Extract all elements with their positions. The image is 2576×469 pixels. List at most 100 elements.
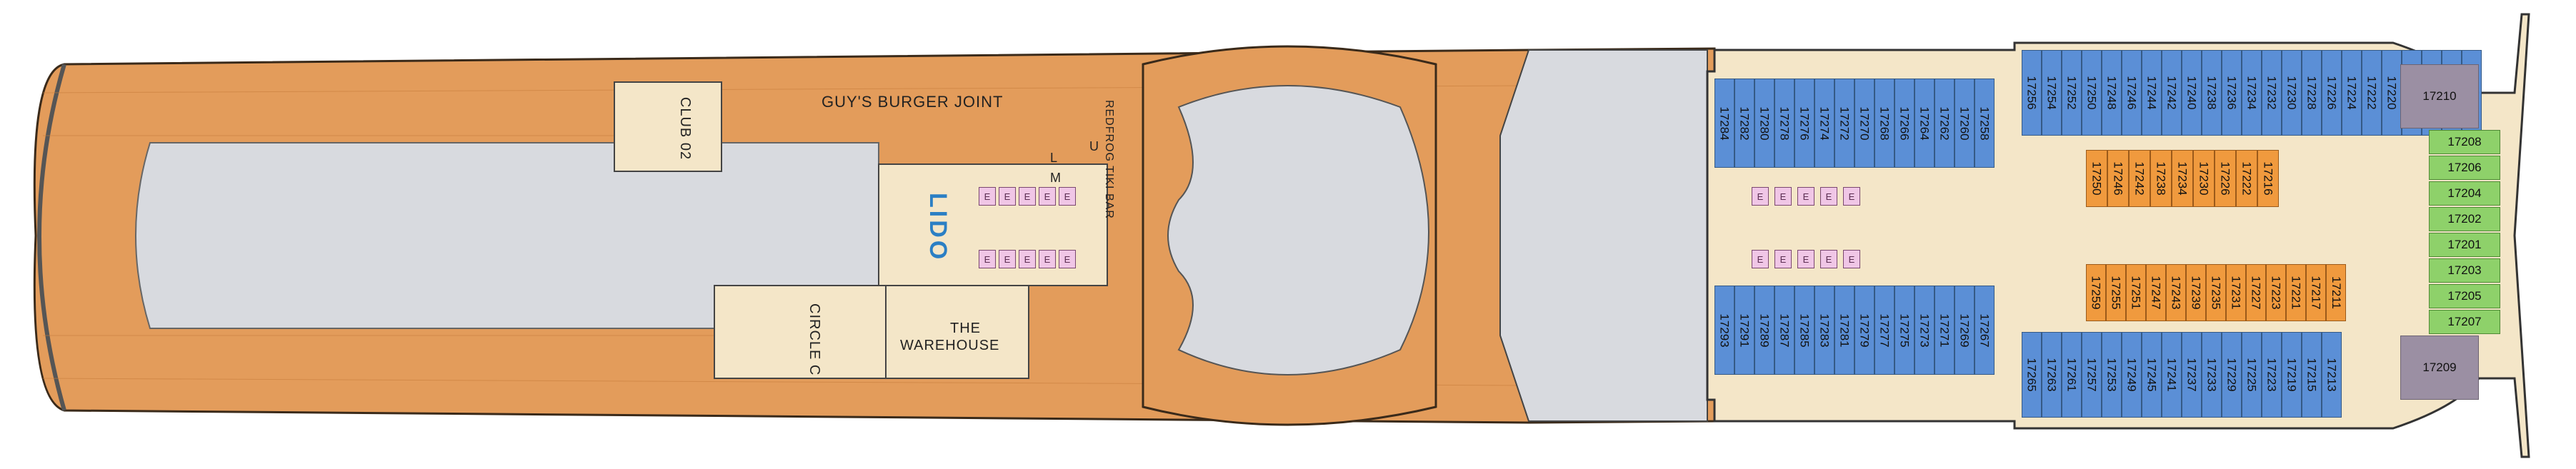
cabin-17271[interactable]: 17271 (1935, 286, 1955, 375)
cabin-17291[interactable]: 17291 (1734, 286, 1754, 375)
cabin-17262[interactable]: 17262 (1935, 79, 1955, 168)
cabin-17213[interactable]: 17213 (2322, 332, 2342, 418)
cabin-17293[interactable]: 17293 (1714, 286, 1734, 375)
cabin-17204[interactable]: 17204 (2429, 181, 2500, 206)
elevator-icon: E (999, 250, 1016, 268)
cabin-17285[interactable]: 17285 (1794, 286, 1814, 375)
cabin-17207[interactable]: 17207 (2429, 310, 2500, 334)
cabin-17287[interactable]: 17287 (1774, 286, 1794, 375)
elevator-icon: E (1019, 187, 1036, 206)
cabin-17226[interactable]: 17226 (2322, 50, 2342, 136)
cabin-17210[interactable]: 17210 (2400, 64, 2479, 128)
cabin-17254[interactable]: 17254 (2042, 50, 2062, 136)
cabin-17224[interactable]: 17224 (2342, 50, 2362, 136)
cabin-17235[interactable]: 17235 (2206, 264, 2226, 321)
cabin-17263[interactable]: 17263 (2042, 332, 2062, 418)
cabin-17246[interactable]: 17246 (2107, 150, 2129, 207)
cabin-17279[interactable]: 17279 (1854, 286, 1874, 375)
cabin-17244[interactable]: 17244 (2142, 50, 2162, 136)
cabin-17250[interactable]: 17250 (2082, 50, 2102, 136)
cabin-17266[interactable]: 17266 (1894, 79, 1914, 168)
cabin-17238[interactable]: 17238 (2202, 50, 2222, 136)
cabin-17242[interactable]: 17242 (2129, 150, 2150, 207)
cabin-17238[interactable]: 17238 (2150, 150, 2172, 207)
cabin-17264[interactable]: 17264 (1914, 79, 1935, 168)
cabin-17209[interactable]: 17209 (2400, 336, 2479, 400)
cabin-17222[interactable]: 17222 (2236, 150, 2257, 207)
cabin-17231[interactable]: 17231 (2226, 264, 2246, 321)
cabin-17252[interactable]: 17252 (2062, 50, 2082, 136)
cabin-17215[interactable]: 17215 (2302, 332, 2322, 418)
cabin-17202[interactable]: 17202 (2429, 207, 2500, 231)
cabin-17289[interactable]: 17289 (1754, 286, 1774, 375)
cabin-17265[interactable]: 17265 (2022, 332, 2042, 418)
cabin-17277[interactable]: 17277 (1874, 286, 1894, 375)
cabin-17275[interactable]: 17275 (1894, 286, 1914, 375)
cabin-17251[interactable]: 17251 (2126, 264, 2146, 321)
cabin-17250[interactable]: 17250 (2086, 150, 2107, 207)
cabin-17257[interactable]: 17257 (2082, 332, 2102, 418)
cabin-17232[interactable]: 17232 (2262, 50, 2282, 136)
cabin-17246[interactable]: 17246 (2122, 50, 2142, 136)
cabin-17233[interactable]: 17233 (2202, 332, 2222, 418)
cabin-17225[interactable]: 17225 (2242, 332, 2262, 418)
cabin-17217[interactable]: 17217 (2306, 264, 2326, 321)
cabin-17261[interactable]: 17261 (2062, 332, 2082, 418)
cabin-17220[interactable]: 17220 (2382, 50, 2402, 136)
cabin-17270[interactable]: 17270 (1854, 79, 1874, 168)
cabin-17234[interactable]: 17234 (2172, 150, 2193, 207)
cabin-17203[interactable]: 17203 (2429, 258, 2500, 283)
cabin-17227[interactable]: 17227 (2246, 264, 2266, 321)
cabin-17219[interactable]: 17219 (2282, 332, 2302, 418)
cabin-17211[interactable]: 17211 (2326, 264, 2346, 321)
l-label: L (1050, 151, 1058, 165)
cabin-17229[interactable]: 17229 (2222, 332, 2242, 418)
cabin-17258[interactable]: 17258 (1975, 79, 1995, 168)
cabin-17272[interactable]: 17272 (1834, 79, 1854, 168)
cabin-17239[interactable]: 17239 (2186, 264, 2206, 321)
cabin-17249[interactable]: 17249 (2122, 332, 2142, 418)
cabin-17242[interactable]: 17242 (2162, 50, 2182, 136)
cabin-17208[interactable]: 17208 (2429, 130, 2500, 154)
cabin-17283[interactable]: 17283 (1814, 286, 1834, 375)
cabin-17221[interactable]: 17221 (2286, 264, 2306, 321)
cabin-17276[interactable]: 17276 (1794, 79, 1814, 168)
cabin-17234[interactable]: 17234 (2242, 50, 2262, 136)
cabin-17230[interactable]: 17230 (2193, 150, 2215, 207)
cabin-17241[interactable]: 17241 (2162, 332, 2182, 418)
cabin-17268[interactable]: 17268 (1874, 79, 1894, 168)
cabin-17255[interactable]: 17255 (2106, 264, 2126, 321)
cabin-17201[interactable]: 17201 (2429, 233, 2500, 257)
cabin-17226[interactable]: 17226 (2215, 150, 2236, 207)
elevator-icon: E (1774, 250, 1792, 268)
cabin-17223[interactable]: 17223 (2262, 332, 2282, 418)
cabin-17253[interactable]: 17253 (2102, 332, 2122, 418)
cabin-17280[interactable]: 17280 (1754, 79, 1774, 168)
cabin-17278[interactable]: 17278 (1774, 79, 1794, 168)
cabin-17281[interactable]: 17281 (1834, 286, 1854, 375)
cabin-17256[interactable]: 17256 (2022, 50, 2042, 136)
elevator-icon: E (1797, 250, 1814, 268)
cabin-17240[interactable]: 17240 (2182, 50, 2202, 136)
cabin-17267[interactable]: 17267 (1975, 286, 1995, 375)
cabin-17243[interactable]: 17243 (2166, 264, 2186, 321)
cabin-17259[interactable]: 17259 (2086, 264, 2106, 321)
cabin-17248[interactable]: 17248 (2102, 50, 2122, 136)
cabin-17236[interactable]: 17236 (2222, 50, 2242, 136)
cabin-17282[interactable]: 17282 (1734, 79, 1754, 168)
cabin-17216[interactable]: 17216 (2257, 150, 2279, 207)
cabin-17274[interactable]: 17274 (1814, 79, 1834, 168)
cabin-17269[interactable]: 17269 (1955, 286, 1975, 375)
cabin-17222[interactable]: 17222 (2362, 50, 2382, 136)
cabin-17284[interactable]: 17284 (1714, 79, 1734, 168)
cabin-17228[interactable]: 17228 (2302, 50, 2322, 136)
cabin-17245[interactable]: 17245 (2142, 332, 2162, 418)
cabin-17237[interactable]: 17237 (2182, 332, 2202, 418)
cabin-17247[interactable]: 17247 (2146, 264, 2166, 321)
cabin-17273[interactable]: 17273 (1914, 286, 1935, 375)
cabin-17205[interactable]: 17205 (2429, 284, 2500, 308)
cabin-17206[interactable]: 17206 (2429, 156, 2500, 180)
cabin-17260[interactable]: 17260 (1955, 79, 1975, 168)
cabin-17223[interactable]: 17223 (2266, 264, 2286, 321)
cabin-17230[interactable]: 17230 (2282, 50, 2302, 136)
